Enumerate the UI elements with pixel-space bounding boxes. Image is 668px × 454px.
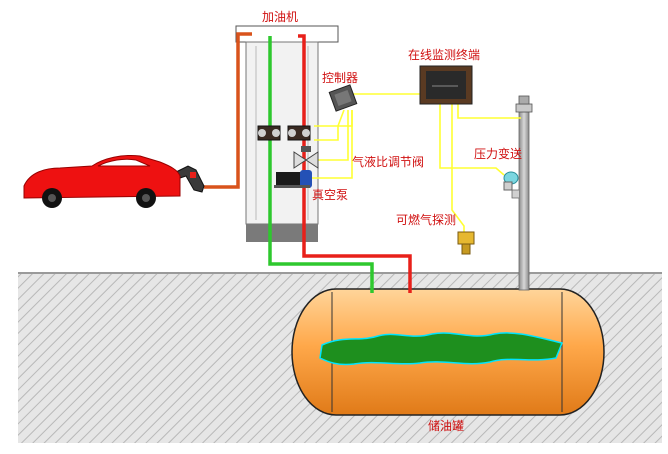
car-icon [23, 155, 181, 208]
gas-detector-icon [457, 231, 475, 255]
flow-meter-icon [287, 125, 311, 141]
controller-box-icon [328, 84, 358, 112]
tank-label: 储油罐 [428, 418, 464, 433]
fuel-dispenser [235, 25, 339, 242]
controller-label: 控制器 [322, 71, 358, 85]
pressure-transmitter-icon [503, 171, 519, 191]
dispenser-label: 加油机 [262, 10, 298, 24]
proportional-valve-icon [293, 146, 319, 169]
vent-pipe [511, 95, 533, 291]
flow-meter-icon [257, 125, 281, 141]
vapor-return-line [298, 34, 412, 293]
vacuum-pump-icon [274, 170, 312, 188]
pressure-label: 压力变送 [474, 146, 522, 161]
fuel-liquid [319, 332, 564, 366]
pump-label: 真空泵 [312, 188, 348, 202]
monitor-label: 在线监测终端 [408, 47, 480, 62]
monitor-terminal-icon [419, 65, 473, 105]
valve-label: 气液比调节阀 [352, 154, 424, 169]
signal-wiring [308, 93, 521, 234]
gas-detector-label: 可燃气探测 [396, 212, 456, 227]
storage-tank [291, 288, 605, 416]
liquid-return-line [268, 36, 374, 293]
fuel-supply-line [204, 32, 252, 189]
